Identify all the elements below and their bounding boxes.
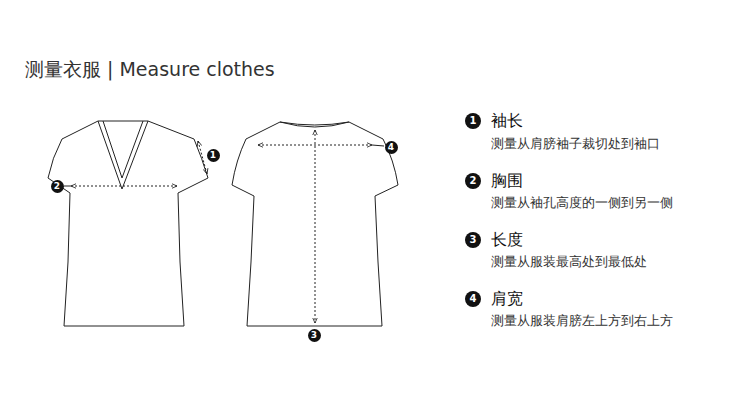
- circle-fill: [308, 329, 321, 342]
- circle-fill: [465, 113, 481, 129]
- circle-fill: [207, 149, 220, 162]
- callout-number: 3: [308, 329, 321, 342]
- measure-description: 测量从服装肩膀左上方到右上方: [491, 313, 673, 329]
- callout-number: 2: [51, 180, 64, 193]
- chest-dimension: [71, 186, 177, 187]
- callout-number: 3: [465, 232, 481, 248]
- measure-heading: 胸围: [491, 171, 523, 190]
- callout-circle: 1: [465, 113, 481, 129]
- back-shirt: [232, 122, 398, 326]
- circle-fill: [385, 141, 398, 154]
- leader-line: [64, 186, 71, 187]
- front-shirt: [48, 121, 208, 326]
- length-dimension: [315, 130, 316, 323]
- callout-circle: 2: [51, 180, 64, 193]
- page-title: 测量衣服 | Measure clothes: [25, 57, 275, 83]
- circle-fill: [465, 291, 481, 307]
- callout-circle: 2: [465, 173, 481, 189]
- shoulder-dimension: [258, 145, 372, 146]
- callout-number: 2: [465, 173, 481, 189]
- callout-circle: 3: [308, 329, 321, 342]
- callout-circle: 1: [207, 149, 220, 162]
- measure-heading: 袖长: [491, 111, 523, 130]
- measure-description: 测量从服装最高处到最低处: [491, 254, 647, 270]
- leader-line: [372, 145, 384, 146]
- measure-heading: 长度: [491, 230, 523, 249]
- circle-fill: [465, 232, 481, 248]
- callout-circle: 4: [385, 141, 398, 154]
- callout-number: 4: [385, 141, 398, 154]
- callout-number: 1: [207, 149, 220, 162]
- sleeve-dimension: [198, 141, 207, 174]
- callout-circle: 4: [465, 291, 481, 307]
- measure-description: 测量从肩膀袖子裁切处到袖口: [491, 136, 660, 152]
- callout-circle: 3: [465, 232, 481, 248]
- callout-number: 1: [465, 113, 481, 129]
- circle-fill: [51, 180, 64, 193]
- measure-heading: 肩宽: [491, 289, 523, 308]
- callout-number: 4: [465, 291, 481, 307]
- circle-fill: [465, 173, 481, 189]
- measure-description: 测量从袖孔高度的一侧到另一侧: [491, 195, 673, 211]
